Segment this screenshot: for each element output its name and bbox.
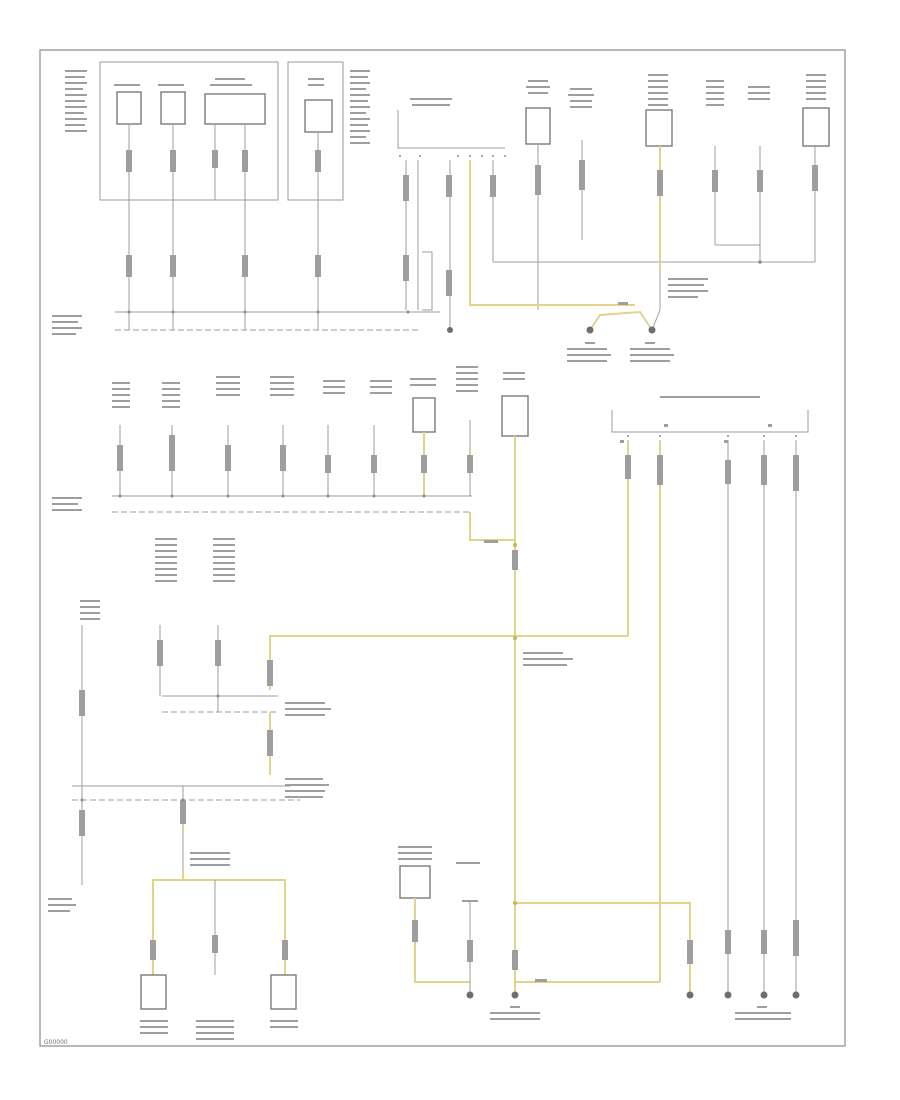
component-connector-1 xyxy=(114,84,142,125)
left-group-wires xyxy=(126,124,321,330)
center-side-notes xyxy=(350,70,370,144)
lower-left-wires xyxy=(72,625,300,885)
top-right-ground-labels xyxy=(567,278,708,362)
top-right-bus-module xyxy=(397,98,506,157)
bottom-ground-points xyxy=(466,991,800,1020)
top-right-wires xyxy=(403,140,818,333)
junction-connector-bus-2 xyxy=(52,494,472,513)
component-module-3 xyxy=(204,78,266,125)
left-side-notes xyxy=(65,70,87,132)
lower-left-junction-labels xyxy=(48,702,331,912)
top-right-components xyxy=(525,74,830,147)
ecm-grey-wires xyxy=(725,440,799,995)
engine-control-module-connector xyxy=(611,396,809,443)
bottom-middle-components xyxy=(398,846,480,995)
center-component-group-box xyxy=(287,61,344,201)
diagram-frame xyxy=(39,49,846,1047)
top-right-yellow-ground-wire xyxy=(469,146,663,334)
figure-id: G00000 xyxy=(44,1039,68,1046)
middle-row-component-labels xyxy=(112,366,529,437)
junction-connector-bus-1 xyxy=(52,310,440,335)
trunk-splice-labels xyxy=(523,652,573,666)
component-connector-4 xyxy=(304,78,333,133)
lower-left-component-labels xyxy=(80,538,235,620)
component-connector-2 xyxy=(158,84,186,125)
middle-row-wires xyxy=(117,420,473,496)
left-component-group-box xyxy=(99,61,279,201)
bottom-left-yellow-harness xyxy=(140,852,298,1040)
main-yellow-ground-trunk xyxy=(269,436,693,995)
